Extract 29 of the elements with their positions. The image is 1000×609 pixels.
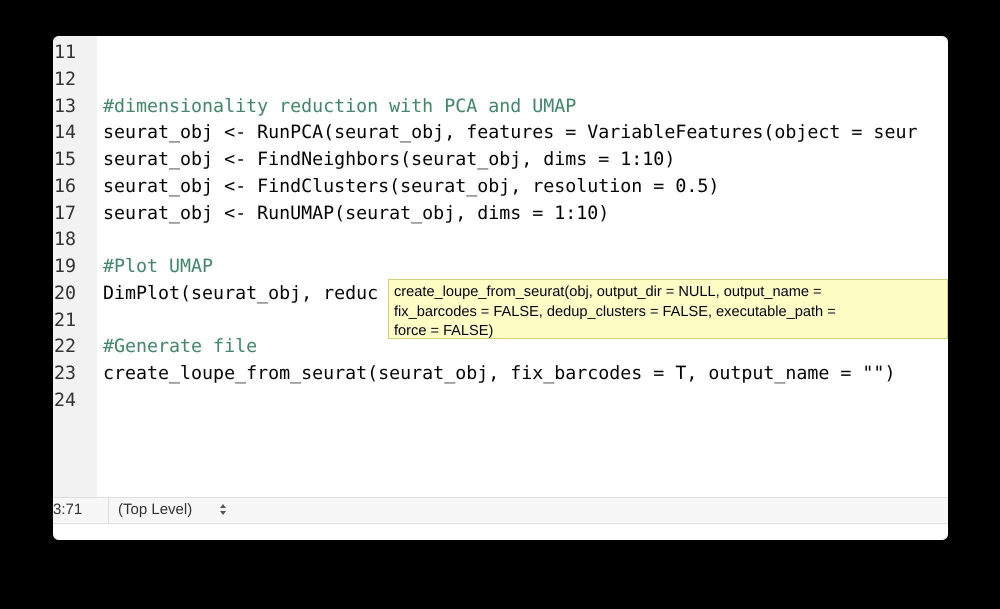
line-number: 13 [54, 96, 76, 118]
line-number: 22 [54, 336, 76, 358]
line-number: 14 [54, 122, 76, 144]
function-signature-text: force = FALSE) [394, 322, 494, 338]
code-comment: #Plot UMAP [103, 256, 214, 278]
code-line: seurat_obj <- FindClusters(seurat_obj, resolution = 0.5) [103, 176, 720, 198]
scope-selector: (Top Level) [118, 501, 192, 519]
code-line: create_loupe_from_seurat(seurat_obj, fix_barcodes = T, output_name = "") [103, 363, 896, 386]
line-number: 15 [54, 149, 76, 172]
line-number: 12 [54, 68, 76, 91]
line-number: 11 [54, 42, 76, 64]
code-comment: #Generate file [103, 336, 258, 358]
line-number: 21 [54, 310, 76, 332]
tooltip [388, 279, 948, 339]
code-line: DimPlot(seurat_obj, reduc [103, 282, 378, 305]
code-line: seurat_obj <- FindNeighbors(seurat_obj, dims = 1:10) [103, 149, 676, 172]
function-signature-text: create_loupe_from_seurat(obj, output_dir = NULL, output_name = [394, 283, 823, 302]
line-number: 18 [54, 229, 76, 252]
line-number: 16 [54, 176, 76, 198]
line-number: 24 [54, 390, 76, 412]
cursor-position: 3:71 [53, 501, 82, 519]
function-signature-text: fix_barcodes = FALSE, dedup_clusters = FALSE, executable_path = [394, 302, 837, 322]
line-number: 17 [54, 202, 76, 225]
code-line: seurat_obj <- RunUMAP(seurat_obj, dims = 1:10) [103, 202, 610, 225]
code-line: seurat_obj <- RunPCA(seurat_obj, features = VariableFeatures(object = seur [103, 122, 918, 144]
line-number: 19 [54, 256, 76, 278]
line-number: 20 [54, 282, 76, 305]
line-number: 23 [54, 363, 76, 386]
code-comment: #dimensionality reduction with PCA and UMAP [103, 96, 576, 118]
